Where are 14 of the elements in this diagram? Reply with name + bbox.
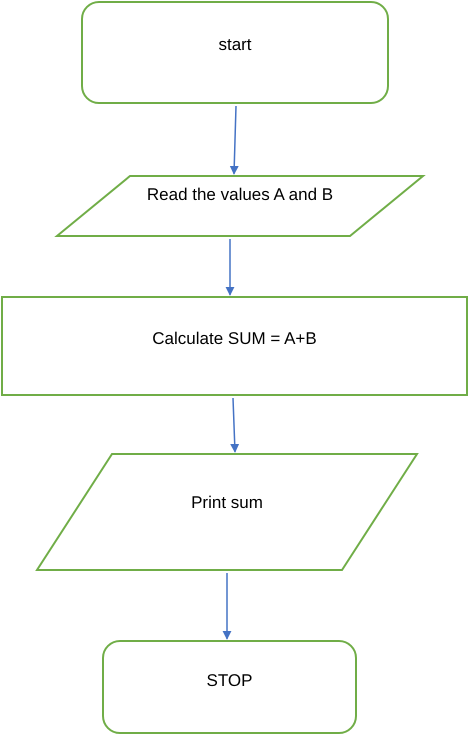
node-text: Calculate SUM = A+B [152,329,317,349]
arrow [222,573,232,640]
node-text: STOP [206,671,252,691]
io-parallelogram [36,453,418,571]
process-box [1,296,468,396]
arrow [226,239,234,296]
arrow [230,106,239,175]
io-parallelogram [56,175,424,237]
arrow [230,398,240,453]
node-text: start [218,35,252,55]
terminal-box [81,1,389,104]
terminal-box [102,640,357,734]
node-text: Print sum [191,493,263,513]
node-text: Read the values A and B [146,185,334,205]
